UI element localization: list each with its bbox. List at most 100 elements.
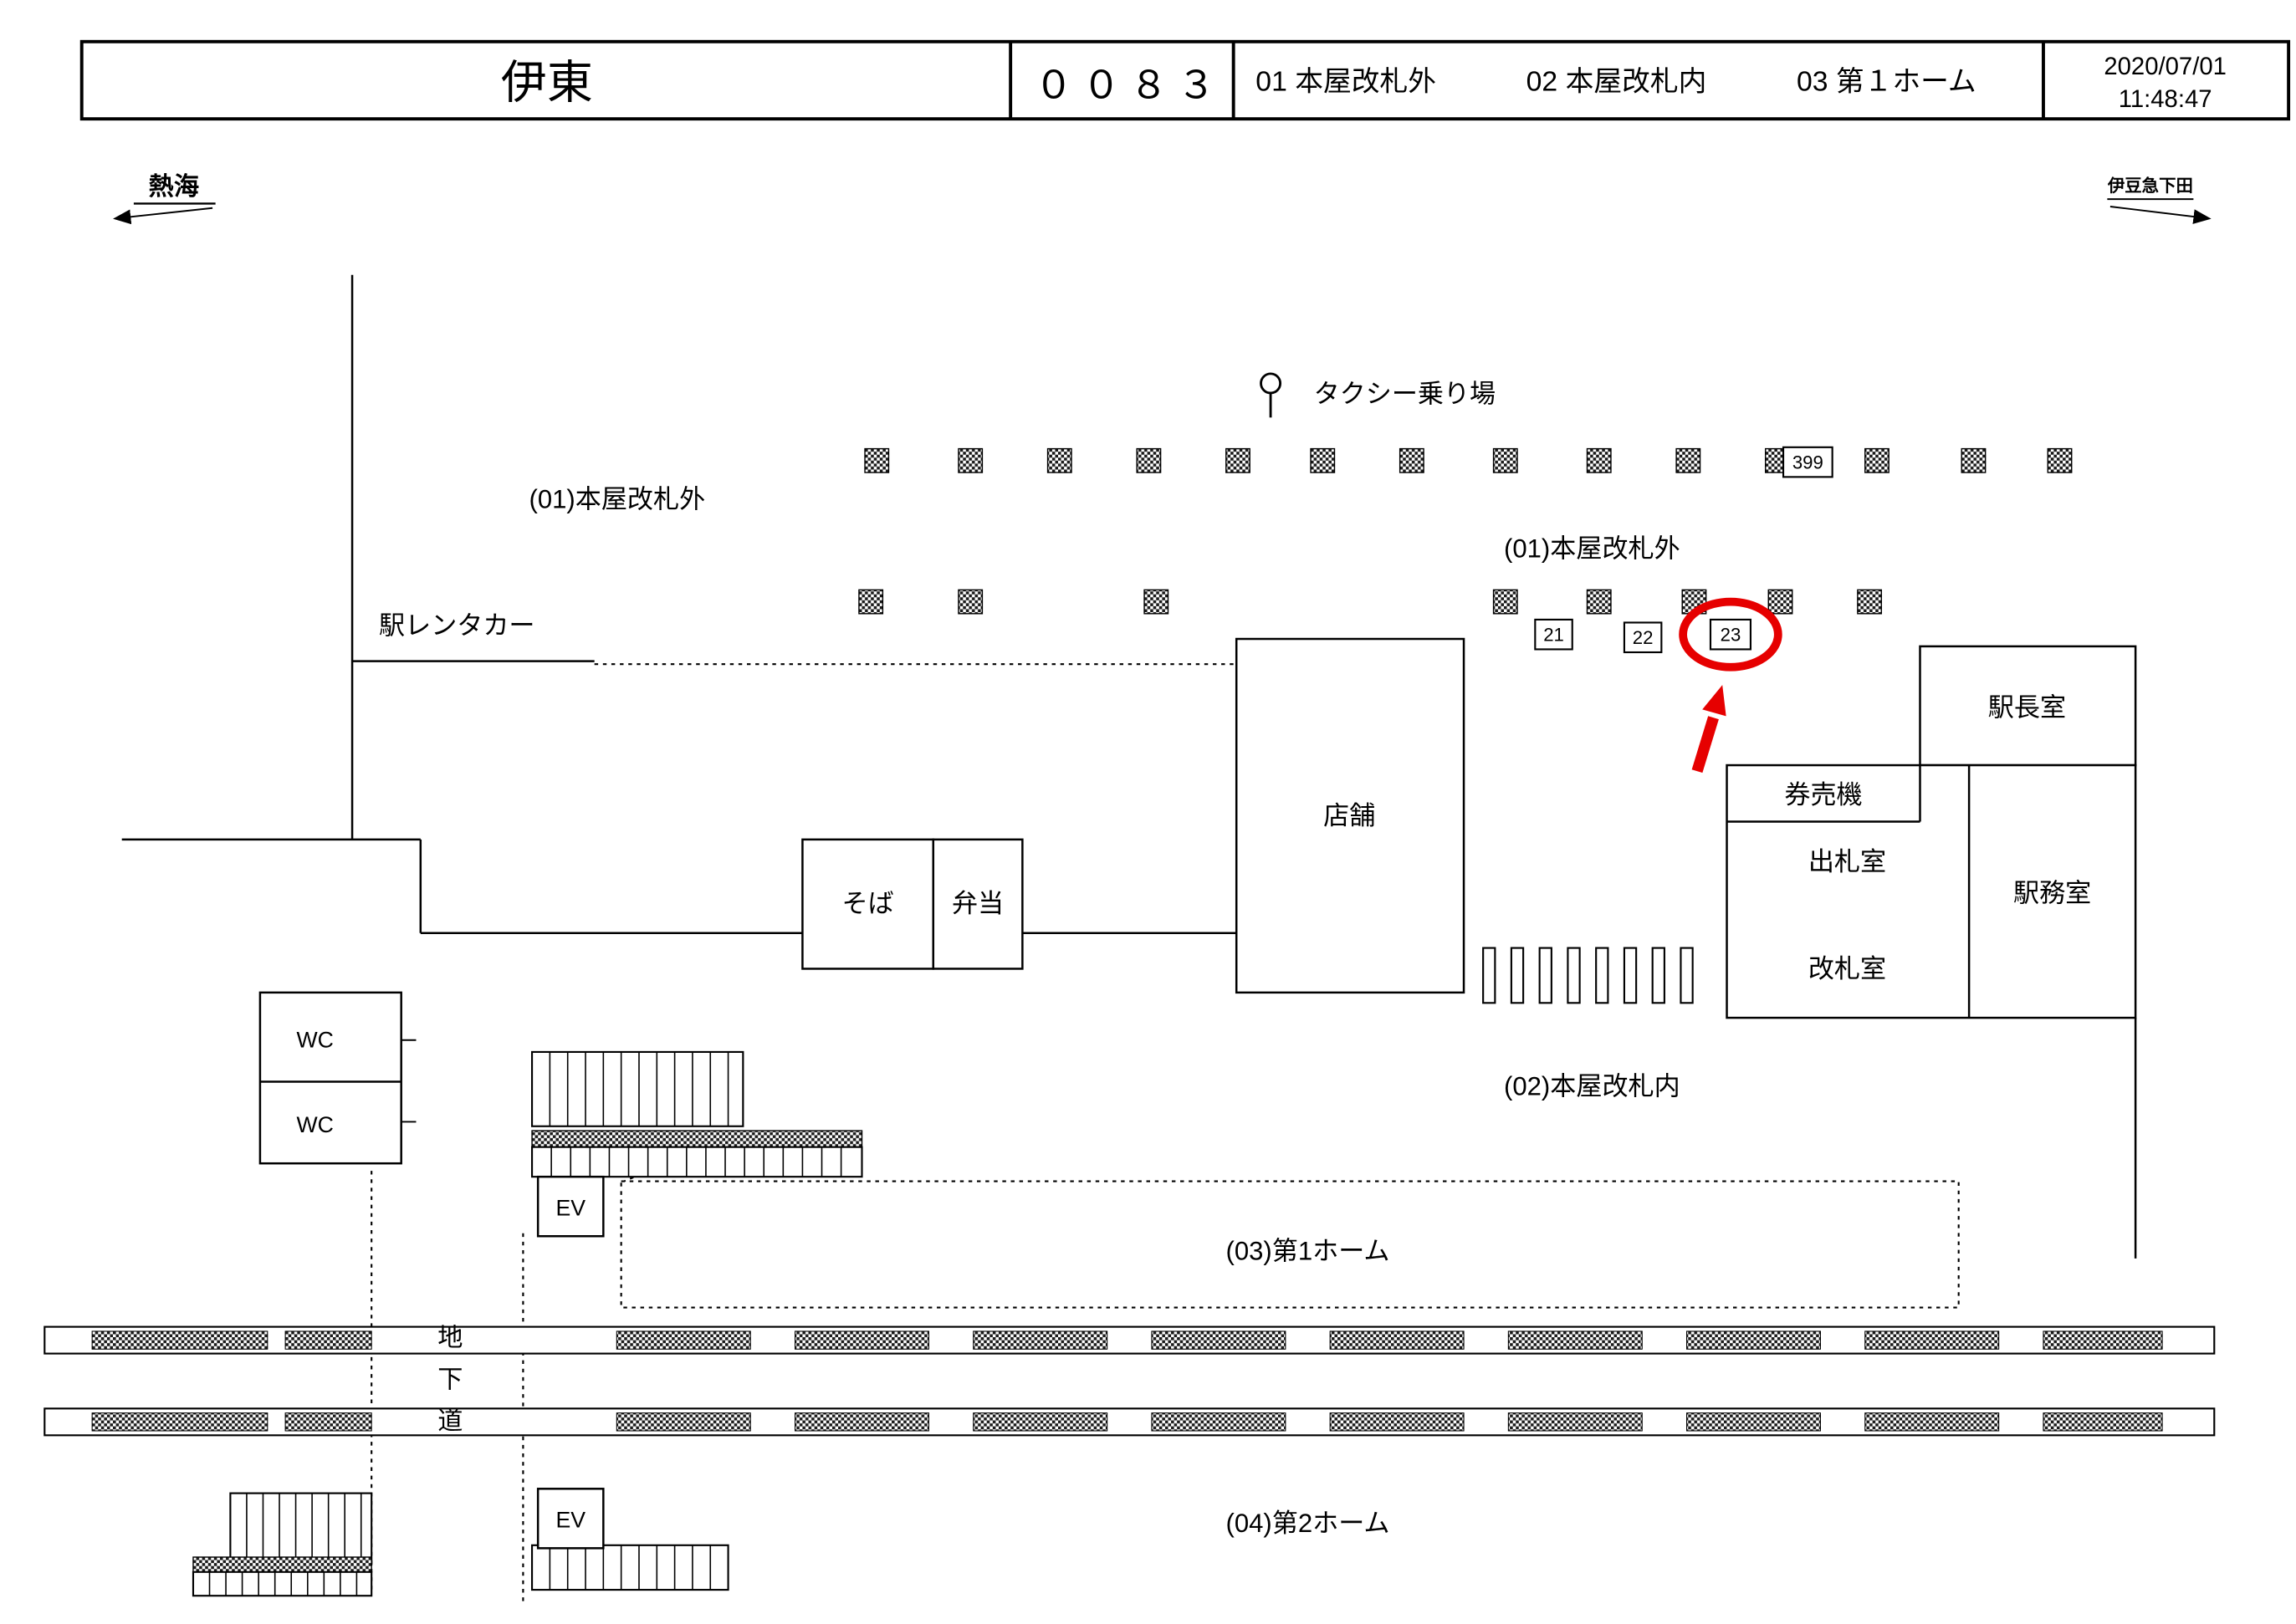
office-block bbox=[1726, 763, 2137, 1019]
station-master-label: 駅長室 bbox=[1988, 692, 2066, 722]
pillar bbox=[1675, 447, 1701, 473]
header-area-03: 03 第１ホーム bbox=[1797, 65, 1976, 97]
pillar bbox=[1767, 589, 1793, 615]
camera-marker-399[interactable]: 399 bbox=[1782, 446, 1833, 478]
pillar bbox=[1136, 447, 1162, 473]
track-tie-band bbox=[2043, 1412, 2163, 1432]
camera-box[interactable] bbox=[1782, 446, 1833, 478]
camera-box[interactable] bbox=[1534, 618, 1573, 651]
track-tie-band bbox=[1329, 1412, 1465, 1432]
track-tie-band bbox=[795, 1412, 929, 1432]
track-bed bbox=[43, 1325, 2216, 1355]
camera-number[interactable]: 23 bbox=[1721, 625, 1741, 646]
camera-box[interactable] bbox=[1709, 618, 1752, 651]
pillar bbox=[1399, 447, 1424, 473]
track-tie-band bbox=[973, 1412, 1108, 1432]
header-time: 11:48:47 bbox=[2119, 85, 2212, 113]
ticket-gate bbox=[1538, 947, 1552, 1004]
camera-marker-23-selected[interactable]: 23 bbox=[1709, 618, 1752, 651]
header-frame bbox=[79, 39, 2291, 121]
track-tie-band bbox=[1507, 1330, 1643, 1350]
area02-label: (02)本屋改札内 bbox=[1504, 1071, 1680, 1101]
ev-upper-label: EV bbox=[555, 1195, 586, 1220]
soba-room bbox=[801, 838, 935, 970]
camera-marker-21[interactable]: 21 bbox=[1534, 618, 1573, 651]
stair bbox=[530, 1050, 744, 1127]
gate-room-label: 改札室 bbox=[1808, 954, 1886, 983]
track-tie-band bbox=[1864, 1412, 2000, 1432]
header-area-02: 02 本屋改札内 bbox=[1526, 65, 1707, 97]
building-walls bbox=[121, 274, 2137, 1259]
pillar bbox=[958, 589, 984, 615]
highlight-arrow-head-icon bbox=[1702, 685, 1726, 717]
elevator-lower bbox=[536, 1488, 605, 1550]
track-tie-band bbox=[1151, 1330, 1286, 1350]
pillar bbox=[1225, 447, 1250, 473]
track-tie-band bbox=[973, 1330, 1108, 1350]
camera-number[interactable]: 21 bbox=[1543, 625, 1564, 646]
ticket-gate bbox=[1680, 947, 1694, 1004]
rooms: 店舗 そば 弁当 駅長室 券売機 出札室 改札室 駅務室 WC WC EV EV bbox=[258, 637, 2137, 1550]
ticket-gate bbox=[1567, 947, 1581, 1004]
area04-label: (04)第2ホーム bbox=[1226, 1509, 1390, 1538]
pillar bbox=[1492, 589, 1518, 615]
direction-right-izukyu-shimoda: 伊豆急下田 bbox=[2107, 176, 2212, 224]
camera-marker-22[interactable]: 22 bbox=[1623, 621, 1663, 654]
camera-number[interactable]: 22 bbox=[1633, 627, 1654, 648]
stair bbox=[229, 1492, 373, 1565]
highlight-ring-icon bbox=[1679, 597, 1782, 672]
stair-hatch-strip bbox=[192, 1556, 372, 1573]
area01-right-label: (01)本屋改札外 bbox=[1504, 534, 1680, 563]
track-tie-band bbox=[795, 1330, 929, 1350]
ticket-gate bbox=[1482, 947, 1496, 1004]
wc-lower-label: WC bbox=[296, 1112, 333, 1137]
track-tie-band bbox=[91, 1330, 268, 1350]
area01-left-label: (01)本屋改札外 bbox=[529, 485, 706, 514]
camera-number[interactable]: 399 bbox=[1792, 452, 1823, 473]
track-tie-band bbox=[91, 1412, 268, 1432]
track-tie-band bbox=[1329, 1330, 1465, 1350]
dotted-guides bbox=[371, 663, 1960, 1602]
underpass-label: 地下道 bbox=[437, 1324, 463, 1435]
selection-highlight bbox=[1679, 597, 1782, 774]
ticket-gate bbox=[1510, 947, 1525, 1004]
pillar bbox=[1857, 589, 1883, 615]
ticket-gate bbox=[1651, 947, 1665, 1004]
railway-tracks bbox=[43, 1325, 2216, 1437]
track-tie-band bbox=[2043, 1330, 2163, 1350]
ticket-gate bbox=[1623, 947, 1638, 1004]
pillar bbox=[1864, 447, 1889, 473]
ticket-machines-label: 券売機 bbox=[1784, 780, 1862, 809]
pillar bbox=[864, 447, 890, 473]
stair bbox=[530, 1544, 729, 1591]
ticket-issuing-label: 出札室 bbox=[1808, 847, 1886, 876]
stair bbox=[192, 1570, 373, 1597]
header-date: 2020/07/01 bbox=[2104, 53, 2227, 80]
pillar bbox=[1492, 447, 1518, 473]
pillar bbox=[1046, 447, 1072, 473]
wc-block bbox=[258, 991, 402, 1165]
platform1-dotted-outline bbox=[620, 1180, 1960, 1309]
left-arrow-icon bbox=[113, 207, 213, 225]
station-code: ００８３ bbox=[1035, 63, 1225, 106]
stair-hatch-strip bbox=[531, 1130, 863, 1148]
ticket-gate bbox=[1595, 947, 1609, 1004]
pillar bbox=[1143, 589, 1169, 615]
store-label: 店舗 bbox=[1323, 801, 1375, 830]
taxi-sign-icon bbox=[1260, 372, 1282, 418]
stairs-group bbox=[192, 1050, 863, 1597]
track-tie-band bbox=[616, 1412, 751, 1432]
camera-box[interactable] bbox=[1623, 621, 1663, 654]
ev-lower-label: EV bbox=[555, 1507, 586, 1532]
pillar bbox=[1961, 447, 1987, 473]
pillar bbox=[1586, 589, 1612, 615]
store-room bbox=[1235, 637, 1465, 994]
pillar-row-outer bbox=[864, 447, 2073, 473]
rentacar-label: 駅レンタカー bbox=[379, 611, 534, 641]
track-tie-band bbox=[284, 1412, 372, 1432]
right-arrow-icon bbox=[2109, 206, 2212, 224]
station-master-room bbox=[1919, 645, 2137, 767]
stair bbox=[530, 1146, 863, 1178]
pillar bbox=[958, 447, 984, 473]
